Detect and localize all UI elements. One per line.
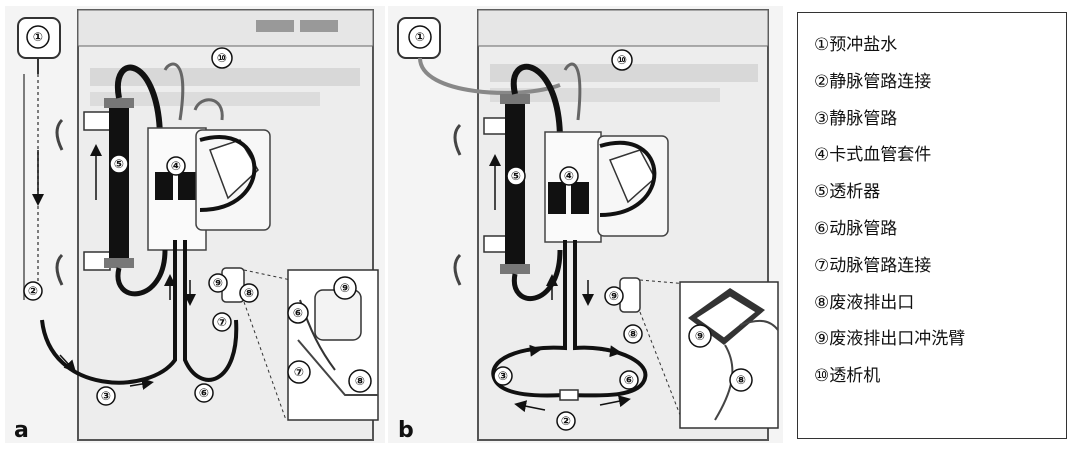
- marker-b-cassette: ④: [559, 166, 579, 186]
- marker-b-machine: ⑩: [611, 49, 633, 71]
- svg-text:⑩: ⑩: [217, 51, 227, 65]
- legend-item-cassette: ④卡式血管套件: [814, 145, 932, 166]
- legend-item-venous-line-connection: ②静脉管路连接: [814, 71, 932, 92]
- panel-b: [388, 6, 783, 443]
- svg-text:⑧: ⑧: [355, 374, 365, 388]
- legend-box: ①预冲盐水 ②静脉管路连接 ③静脉管路 ④卡式血管套件 ⑤透析器 ⑥动脉管路 ⑦…: [797, 12, 1067, 439]
- marker-a-arterial-connection: ⑦: [212, 312, 232, 332]
- svg-text:①: ①: [415, 30, 425, 44]
- dialyzer-a: [109, 104, 129, 264]
- panel-a-label: a: [14, 418, 29, 443]
- marker-a-waste-flush-arm: ⑨: [208, 273, 228, 293]
- marker-b-inset-flush-arm: ⑨: [688, 324, 712, 348]
- svg-text:⑨: ⑨: [213, 276, 223, 290]
- svg-text:⑤: ⑤: [114, 157, 124, 171]
- svg-text:⑩: ⑩: [617, 53, 627, 67]
- marker-a-venous-line: ③: [96, 386, 116, 406]
- marker-b-arterial-line: ⑥: [619, 370, 639, 390]
- marker-b-dialyzer: ⑤: [506, 166, 526, 186]
- marker-a-inset-arterial-connection: ⑦: [287, 360, 311, 384]
- legend-item-arterial-line-connection: ⑦动脉管路连接: [814, 255, 932, 276]
- marker-b-venous-line: ③: [493, 366, 513, 386]
- marker-b-saline: ①: [408, 25, 432, 49]
- svg-text:③: ③: [101, 389, 111, 403]
- legend-item-saline: ①预冲盐水: [814, 35, 898, 55]
- svg-text:⑤: ⑤: [511, 169, 521, 183]
- legend-item-venous-line: ③静脉管路: [814, 108, 898, 129]
- svg-text:⑦: ⑦: [294, 365, 304, 379]
- svg-text:②: ②: [28, 284, 38, 298]
- marker-a-inset-arterial-line: ⑥: [287, 302, 309, 324]
- marker-a-dialyzer: ⑤: [109, 154, 129, 174]
- svg-text:②: ②: [561, 414, 571, 428]
- svg-text:⑥: ⑥: [199, 386, 209, 400]
- marker-a-inset-flush-arm: ⑨: [333, 276, 357, 300]
- svg-text:①: ①: [33, 30, 43, 44]
- svg-text:⑦: ⑦: [217, 315, 227, 329]
- marker-a-inset-waste-outlet: ⑧: [348, 369, 372, 393]
- marker-a-arterial-line: ⑥: [194, 383, 214, 403]
- marker-a-cassette: ④: [166, 156, 186, 176]
- marker-a-venous-connection: ②: [23, 281, 43, 301]
- svg-text:⑨: ⑨: [609, 289, 619, 303]
- markers: ① ⑩ ⑤ ④ ② ③ ⑥ ⑨ ⑧ ⑦ ⑨ ⑥ ⑦ ⑧ ① ⑩ ⑤ ④ ③ ⑥ …: [23, 25, 753, 431]
- legend-item-machine: ⑩透析机: [814, 366, 881, 387]
- svg-text:③: ③: [498, 369, 508, 383]
- marker-a-waste-outlet: ⑧: [239, 283, 259, 303]
- svg-text:④: ④: [171, 159, 181, 173]
- legend-item-waste-outlet: ⑧废液排出口: [814, 292, 915, 313]
- svg-text:⑧: ⑧: [736, 373, 746, 387]
- svg-text:④: ④: [564, 169, 574, 183]
- svg-text:⑨: ⑨: [695, 329, 705, 343]
- svg-text:⑥: ⑥: [293, 306, 303, 320]
- marker-a-saline: ①: [26, 25, 50, 49]
- svg-text:⑨: ⑨: [340, 281, 350, 295]
- marker-b-waste-outlet: ⑧: [623, 324, 643, 344]
- legend-item-arterial-line: ⑥动脉管路: [814, 218, 898, 239]
- panel-b-label: b: [398, 418, 414, 443]
- panel-a: [5, 6, 385, 443]
- marker-a-machine: ⑩: [211, 47, 233, 69]
- marker-b-inset-waste-outlet: ⑧: [729, 368, 753, 392]
- svg-text:⑧: ⑧: [628, 327, 638, 341]
- svg-text:⑧: ⑧: [244, 286, 254, 300]
- legend-item-dialyzer: ⑤透析器: [814, 182, 881, 203]
- svg-text:⑥: ⑥: [624, 373, 634, 387]
- marker-b-venous-connection: ②: [556, 411, 576, 431]
- legend-item-waste-flush-arm: ⑨废液排出口冲洗臂: [814, 329, 966, 350]
- marker-b-waste-flush-arm: ⑨: [604, 286, 624, 306]
